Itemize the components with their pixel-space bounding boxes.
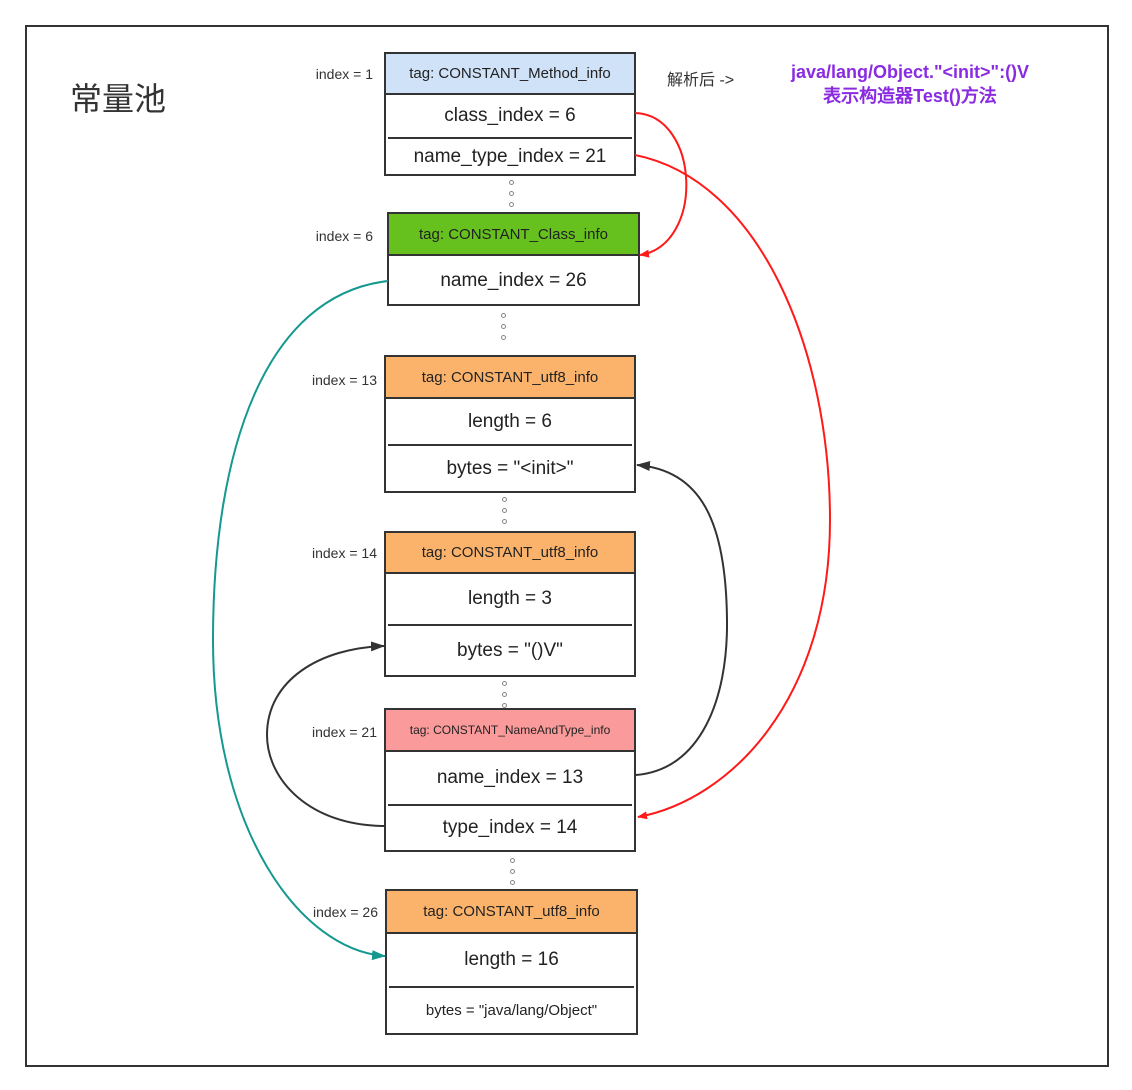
entry-field: bytes = "java/lang/Object" (387, 986, 636, 1035)
index-label-13: index = 13 (312, 372, 377, 388)
arrow-name-index-26 (211, 280, 389, 961)
ellipsis-dots (510, 858, 516, 891)
entry-box-26: tag: CONSTANT_utf8_info length = 16 byte… (385, 889, 638, 1035)
entry-field: name_index = 26 (440, 270, 587, 291)
entry-tag: tag: CONSTANT_utf8_info (387, 891, 636, 934)
entry-field: name_index = 13 (436, 767, 584, 788)
resolved-result: java/lang/Object."<init>":()V 表示构造器Test(… (760, 60, 1060, 108)
arrow-name-type-index (634, 154, 832, 820)
index-label-6: index = 6 (315, 228, 373, 244)
index-label-21: index = 21 (312, 724, 377, 740)
entry-tag: tag: CONSTANT_Class_info (389, 214, 638, 256)
entry-box-21: tag: CONSTANT_NameAndType_info name_inde… (384, 708, 636, 852)
frame (25, 25, 1109, 1067)
entry-box-6: tag: CONSTANT_Class_info name_index = 26 (387, 212, 640, 306)
entry-box-14: tag: CONSTANT_utf8_info length = 3 bytes… (384, 531, 636, 677)
ellipsis-dots (502, 681, 508, 714)
entry-tag: tag: CONSTANT_Method_info (386, 54, 634, 95)
ellipsis-dots (502, 497, 508, 530)
index-label-14: index = 14 (312, 545, 377, 561)
resolve-note: 解析后 -> (667, 72, 735, 89)
entry-field: length = 6 (468, 410, 552, 432)
ellipsis-dots (509, 180, 515, 213)
index-label-26: index = 26 (313, 904, 378, 920)
entry-field: name_type_index = 21 (386, 137, 634, 176)
entry-field: class_index = 6 (444, 105, 576, 126)
arrow-name-index-13 (635, 461, 729, 776)
entry-tag: tag: CONSTANT_utf8_info (386, 533, 634, 574)
index-label-1: index = 1 (315, 66, 373, 82)
entry-tag: tag: CONSTANT_NameAndType_info (386, 710, 634, 752)
arrow-class-index (634, 112, 688, 258)
result-line1: java/lang/Object."<init>":()V (790, 62, 1030, 82)
entry-tag: tag: CONSTANT_utf8_info (386, 357, 634, 399)
entry-field: bytes = "<init>" (386, 444, 634, 493)
ellipsis-dots (501, 313, 507, 346)
result-line2: 表示构造器Test()方法 (823, 86, 997, 106)
entry-field: length = 16 (464, 949, 559, 970)
diagram-title: 常量池 (70, 81, 167, 117)
entry-field: length = 3 (468, 588, 552, 609)
entry-field: type_index = 14 (386, 804, 634, 852)
entry-box-13: tag: CONSTANT_utf8_info length = 6 bytes… (384, 355, 636, 493)
entry-field: bytes = "()V" (386, 624, 634, 677)
arrow-type-index-14 (265, 641, 386, 827)
